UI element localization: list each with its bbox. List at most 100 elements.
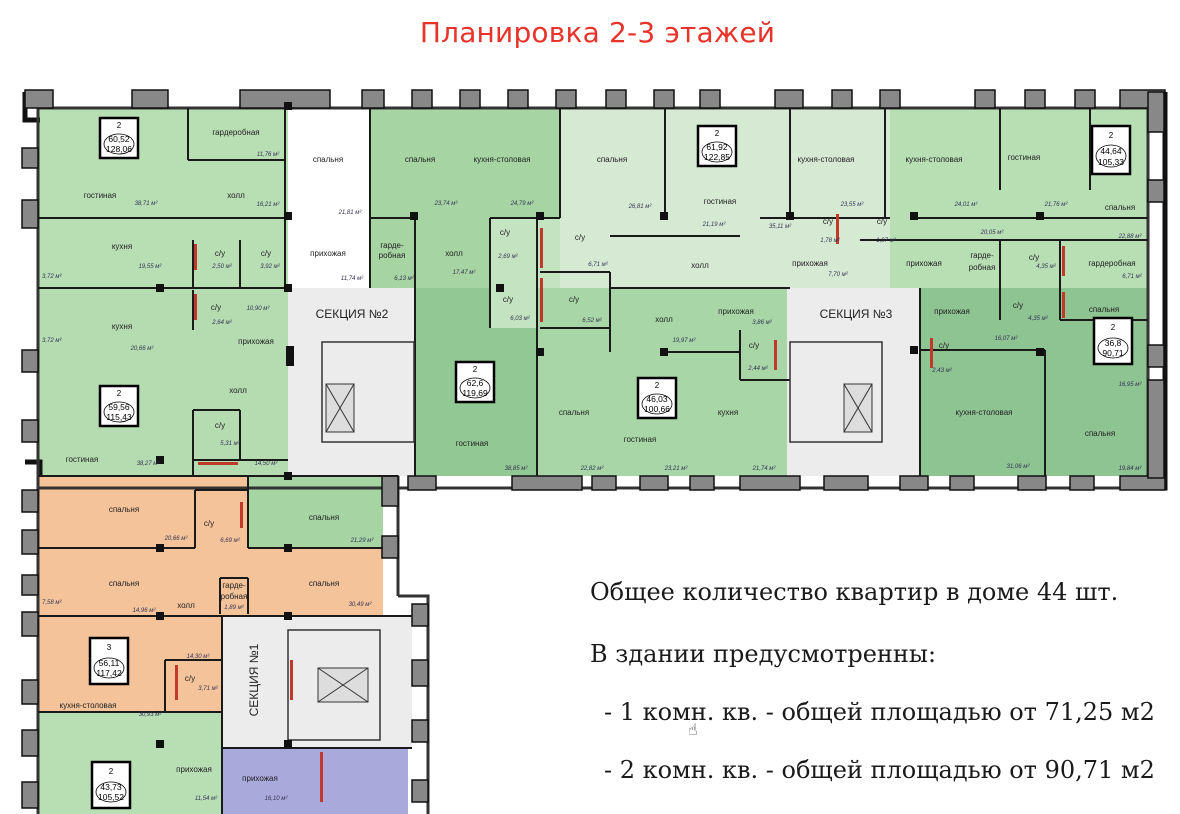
svg-text:5,31 м²: 5,31 м² <box>220 441 240 447</box>
svg-text:105,33: 105,33 <box>1098 157 1124 167</box>
svg-text:с/у: с/у <box>215 421 225 430</box>
svg-text:робная: робная <box>379 251 406 260</box>
svg-text:гарде-: гарде- <box>222 581 246 590</box>
svg-text:кухня-столовая: кухня-столовая <box>798 155 855 164</box>
room-labels: гардеробная спальня спальня кухня-столов… <box>60 128 1136 783</box>
svg-text:16,95 м²: 16,95 м² <box>1119 382 1143 388</box>
svg-text:спальня: спальня <box>405 155 435 164</box>
svg-text:4,35 м²: 4,35 м² <box>1036 264 1056 270</box>
svg-text:гостиная: гостиная <box>456 439 489 448</box>
svg-text:2,50 м²: 2,50 м² <box>211 264 232 270</box>
svg-text:6,69 м²: 6,69 м² <box>220 538 240 544</box>
svg-text:гарде-: гарде- <box>970 251 994 260</box>
svg-text:43,73: 43,73 <box>100 782 122 792</box>
svg-text:с/у: с/у <box>877 217 887 226</box>
svg-text:17,47 м²: 17,47 м² <box>453 270 477 276</box>
svg-text:2: 2 <box>109 767 114 776</box>
svg-text:23,55 м²: 23,55 м² <box>840 202 865 208</box>
svg-text:7,70 м²: 7,70 м² <box>828 272 848 278</box>
info-two-room: - 2 комн. кв. - общей площадью от 90,71 … <box>604 756 1155 784</box>
svg-text:гардеробная: гардеробная <box>212 128 259 137</box>
svg-text:1,97 м²: 1,97 м² <box>876 238 896 244</box>
section-2-label: СЕКЦИЯ №2 <box>316 307 389 321</box>
svg-text:2: 2 <box>117 389 122 398</box>
svg-text:119,69: 119,69 <box>462 388 488 398</box>
svg-text:холл: холл <box>655 315 673 324</box>
svg-text:холл: холл <box>691 261 709 270</box>
svg-text:с/у: с/у <box>939 341 949 350</box>
svg-text:21,81 м²: 21,81 м² <box>338 210 363 216</box>
svg-text:36,8: 36,8 <box>1105 338 1122 348</box>
columns <box>156 102 1044 748</box>
svg-text:23,74 м²: 23,74 м² <box>434 201 459 207</box>
svg-text:гостиная: гостиная <box>624 435 657 444</box>
svg-text:холл: холл <box>227 191 245 200</box>
section-1-label: СЕКЦИЯ №1 <box>247 643 261 716</box>
svg-text:46,03: 46,03 <box>646 394 668 404</box>
svg-text:3,72 м²: 3,72 м² <box>42 338 62 344</box>
info-total-apartments: Общее количество квартир в доме 44 шт. <box>590 578 1119 606</box>
svg-text:7,58 м²: 7,58 м² <box>42 600 62 606</box>
window-piers <box>21 89 1166 809</box>
svg-text:21,19 м²: 21,19 м² <box>702 222 727 228</box>
svg-text:44,64: 44,64 <box>1100 146 1122 156</box>
svg-text:кухня: кухня <box>112 322 132 331</box>
svg-text:с/у: с/у <box>185 674 195 683</box>
svg-text:11,54 м²: 11,54 м² <box>195 796 218 802</box>
svg-text:6,71 м²: 6,71 м² <box>1122 274 1142 280</box>
svg-text:20,05 м²: 20,05 м² <box>980 230 1005 236</box>
svg-text:23,21 м²: 23,21 м² <box>664 466 689 472</box>
svg-text:59,56: 59,56 <box>108 402 130 412</box>
svg-text:38,27 м²: 38,27 м² <box>137 461 161 467</box>
svg-text:61,92: 61,92 <box>706 142 728 152</box>
svg-text:90,71: 90,71 <box>1102 348 1124 358</box>
apartment-boxes: 2 60,52 128,06 2 59,56 115,43 2 62,6 119… <box>88 116 1134 810</box>
svg-text:спальня: спальня <box>559 408 589 417</box>
apartment-box: 2 62,6 119,69 <box>454 360 496 404</box>
svg-text:6,71 м²: 6,71 м² <box>588 262 608 268</box>
svg-text:гостиная: гостиная <box>66 455 99 464</box>
svg-text:1,89 м²: 1,89 м² <box>224 605 244 611</box>
svg-text:3,72 м²: 3,72 м² <box>42 274 62 280</box>
svg-text:холл: холл <box>229 386 247 395</box>
svg-text:прихожая: прихожая <box>792 259 828 268</box>
svg-text:30,93 м²: 30,93 м² <box>139 712 163 718</box>
svg-text:прихожая: прихожая <box>242 774 278 783</box>
svg-text:робная: робная <box>969 263 996 272</box>
svg-text:робная: робная <box>221 592 248 601</box>
stairwells <box>287 341 883 741</box>
apartment-box: 2 46,03 100,66 <box>636 376 678 420</box>
svg-text:гостиная: гостиная <box>84 191 117 200</box>
room-areas: 11,76 м² 38,71 м² 16,21 м² 21,81 м² 19,5… <box>42 152 1143 802</box>
svg-text:холл: холл <box>445 249 463 258</box>
svg-text:16,07 м²: 16,07 м² <box>995 336 1019 342</box>
svg-text:35,11 м²: 35,11 м² <box>769 224 792 230</box>
svg-text:спальня: спальня <box>309 513 339 522</box>
svg-text:гостиная: гостиная <box>1008 153 1041 162</box>
svg-text:21,76 м²: 21,76 м² <box>1044 202 1069 208</box>
svg-text:прихожая: прихожая <box>718 307 754 316</box>
svg-text:56,11: 56,11 <box>99 658 120 668</box>
svg-text:гардеробная: гардеробная <box>1088 259 1135 268</box>
svg-text:105,52: 105,52 <box>98 792 124 802</box>
svg-text:кухня: кухня <box>112 242 132 251</box>
svg-text:2: 2 <box>655 381 660 390</box>
apartment-box: 2 60,52 128,06 <box>98 116 140 160</box>
svg-text:20,66 м²: 20,66 м² <box>130 346 155 352</box>
svg-text:2,44 м²: 2,44 м² <box>747 366 768 372</box>
svg-text:кухня-столовая: кухня-столовая <box>956 408 1013 417</box>
svg-text:122,85: 122,85 <box>704 152 730 162</box>
svg-text:с/у: с/у <box>503 295 513 304</box>
svg-text:2,64 м²: 2,64 м² <box>211 320 232 326</box>
svg-text:24,79 м²: 24,79 м² <box>510 201 535 207</box>
svg-text:гостиная: гостиная <box>704 197 737 206</box>
room-fills <box>38 108 1148 814</box>
svg-text:6,13 м²: 6,13 м² <box>394 276 414 282</box>
svg-text:прихожая: прихожая <box>906 259 942 268</box>
svg-text:22,82 м²: 22,82 м² <box>580 466 605 472</box>
svg-text:21,29 м²: 21,29 м² <box>350 538 375 544</box>
svg-text:прихожая: прихожая <box>934 307 970 316</box>
svg-text:26,81 м²: 26,81 м² <box>628 204 653 210</box>
svg-text:11,76 м²: 11,76 м² <box>257 152 280 158</box>
